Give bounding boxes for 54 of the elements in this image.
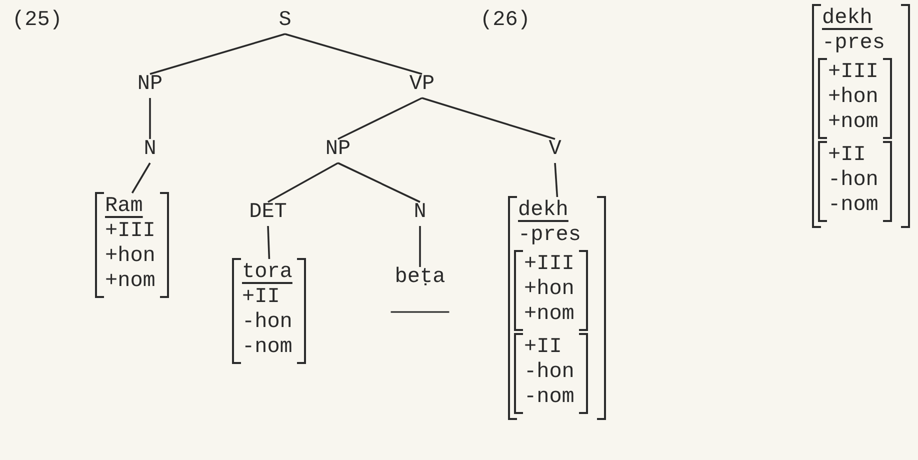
tree-branch: [284, 33, 422, 75]
category-label: V: [548, 137, 562, 162]
feature-value: +II: [242, 285, 280, 310]
feature-value: -hon: [242, 310, 292, 335]
feature-value: +nom: [828, 110, 878, 135]
feature-matrix: [232, 258, 306, 364]
head-word: Ram: [105, 194, 143, 219]
feature-value: -nom: [828, 193, 878, 218]
head-word: dekh: [822, 6, 872, 31]
feature-matrix: [95, 192, 170, 298]
tree-branch: [149, 98, 151, 139]
tree-branch: [338, 97, 422, 140]
tree-branch: [150, 33, 286, 75]
feature-matrix: [812, 4, 910, 228]
feature-value: +nom: [105, 269, 156, 294]
feature-value: +hon: [828, 85, 878, 110]
feature-value: +hon: [105, 244, 156, 269]
feature-value: +III: [828, 60, 878, 85]
feature-matrix: [514, 250, 588, 331]
head-word: tora: [242, 260, 292, 285]
feature-value: +II: [828, 143, 866, 168]
feature-value: -nom: [242, 335, 292, 360]
feature-value: +hon: [524, 277, 574, 302]
tree-branch: [419, 226, 421, 267]
category-label: N: [144, 137, 156, 162]
tree-branch: [338, 162, 420, 203]
head-word: dekh: [518, 198, 568, 223]
feature-matrix: [818, 58, 892, 139]
feature-matrix: [818, 141, 892, 222]
feature-matrix: [514, 333, 588, 414]
category-label: DET: [249, 200, 287, 225]
feature-value: -hon: [828, 168, 878, 193]
tree-branch: [267, 226, 270, 260]
feature-value: -pres: [822, 31, 886, 56]
tree-branch: [268, 162, 338, 203]
category-label: beṭa: [394, 265, 446, 290]
tree-branch: [131, 162, 151, 194]
category-label: VP: [409, 72, 435, 97]
tree-branch: [422, 97, 556, 140]
feature-value: +III: [105, 219, 156, 244]
feature-value: -hon: [524, 360, 574, 385]
example-number: (26): [480, 8, 530, 33]
feature-matrix: [508, 196, 606, 420]
category-label: NP: [325, 137, 351, 162]
category-label: N: [414, 200, 426, 225]
category-label: S: [278, 8, 292, 33]
feature-value: +nom: [524, 302, 574, 327]
feature-value: -nom: [524, 385, 574, 410]
feature-value: +II: [524, 335, 562, 360]
tree-branch: [554, 162, 558, 198]
category-label: NP: [137, 72, 163, 97]
feature-value: -pres: [518, 223, 582, 248]
example-number: (25): [12, 8, 62, 33]
feature-value: +III: [524, 252, 574, 277]
